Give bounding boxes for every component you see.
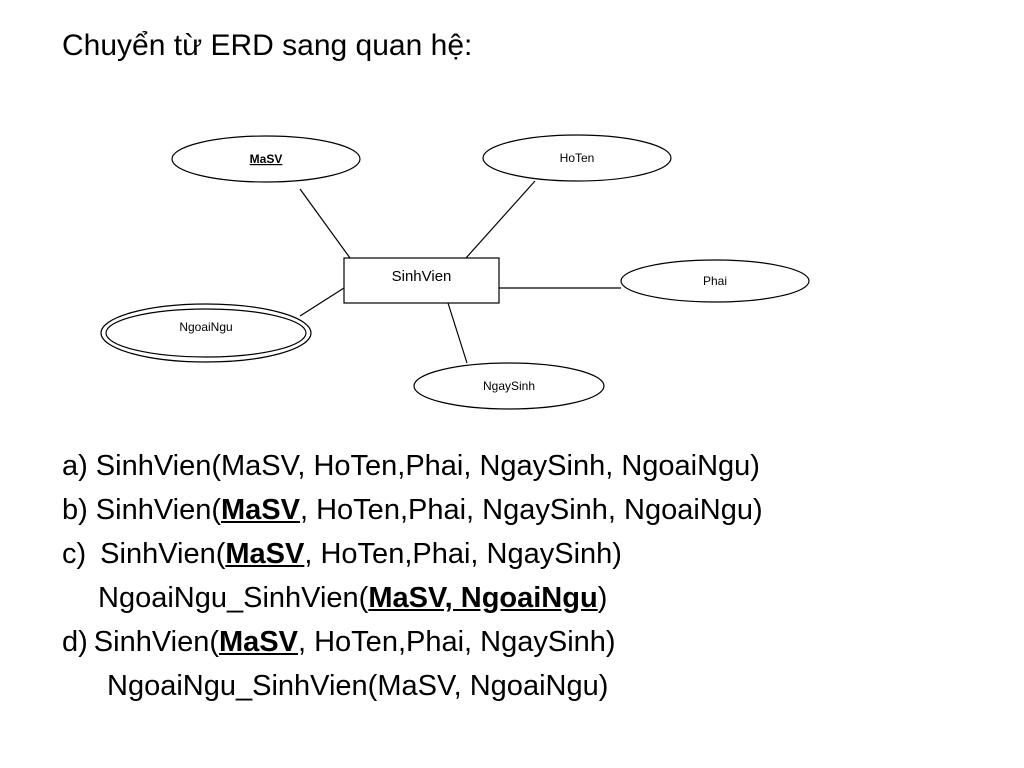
attribute-hoten-label: HoTen (560, 151, 595, 165)
option-d-relation-1: SinhVien( (93, 626, 220, 658)
option-d-line-2: NgoaiNgu_SinhVien(MaSV, NgoaiNgu) (62, 664, 763, 708)
option-c-prefix: c) (62, 538, 87, 570)
page-title: Chuyển từ ERD sang quan hệ: (62, 29, 473, 62)
attribute-phai-ellipse (620, 259, 810, 303)
attribute-phai-label: Phai (703, 274, 727, 288)
option-b: b)SinhVien(MaSV, HoTen,Phai, NgaySinh, N… (62, 488, 763, 532)
attribute-ngoaingu-label: NgoaiNgu (179, 320, 232, 334)
connector-hoten (465, 180, 536, 259)
option-d-rest-1: , HoTen,Phai, NgaySinh) (298, 626, 616, 658)
attribute-hoten-ellipse (482, 134, 672, 182)
option-b-relation: SinhVien( (95, 494, 222, 526)
option-c-line-2: NgoaiNgu_SinhVien(MaSV, NgoaiNgu) (62, 576, 763, 620)
option-d-line-1: d)SinhVien(MaSV, HoTen,Phai, NgaySinh) (62, 620, 763, 664)
attribute-ngaysinh-label: NgaySinh (483, 379, 535, 393)
option-c-line-1: c) SinhVien(MaSV, HoTen,Phai, NgaySinh) (62, 532, 763, 576)
option-a-text: SinhVien(MaSV, HoTen,Phai, NgaySinh, Ngo… (95, 450, 760, 482)
option-b-rest: , HoTen,Phai, NgaySinh, NgoaiNgu) (300, 494, 763, 526)
option-a: a)SinhVien(MaSV, HoTen,Phai, NgaySinh, N… (62, 444, 763, 488)
entity-sinhvien-box (343, 257, 500, 304)
connector-ngoaingu (299, 287, 345, 317)
connector-ngaysinh (447, 302, 468, 364)
option-c-relation-1: SinhVien( (100, 538, 226, 570)
option-b-prefix: b) (62, 494, 88, 526)
connector-masv (299, 188, 351, 259)
answer-options: a)SinhVien(MaSV, HoTen,Phai, NgaySinh, N… (62, 444, 763, 708)
option-c-primary-key-1: MaSV (225, 538, 305, 570)
option-c-rest-1: , HoTen,Phai, NgaySinh) (304, 538, 622, 570)
option-a-prefix: a) (62, 450, 88, 482)
attribute-masv-label: MaSV (250, 152, 283, 166)
option-c-relation-2: NgoaiNgu_SinhVien( (98, 582, 369, 614)
attribute-ngoaingu-inner-ellipse (105, 308, 307, 358)
option-d-relation-2: NgoaiNgu_SinhVien(MaSV, NgoaiNgu) (107, 670, 609, 702)
attribute-masv-ellipse (171, 135, 361, 183)
option-c-rest-2: ) (597, 582, 608, 614)
option-c-primary-key-2: MaSV, NgoaiNgu (368, 582, 598, 614)
option-d-prefix: d) (62, 626, 88, 658)
entity-sinhvien-label: SinhVien (392, 268, 452, 285)
option-b-primary-key: MaSV (221, 494, 300, 526)
option-d-primary-key-1: MaSV (219, 626, 298, 658)
attribute-ngaysinh-ellipse (413, 362, 605, 410)
attribute-ngoaingu-outer-ellipse (100, 303, 312, 363)
